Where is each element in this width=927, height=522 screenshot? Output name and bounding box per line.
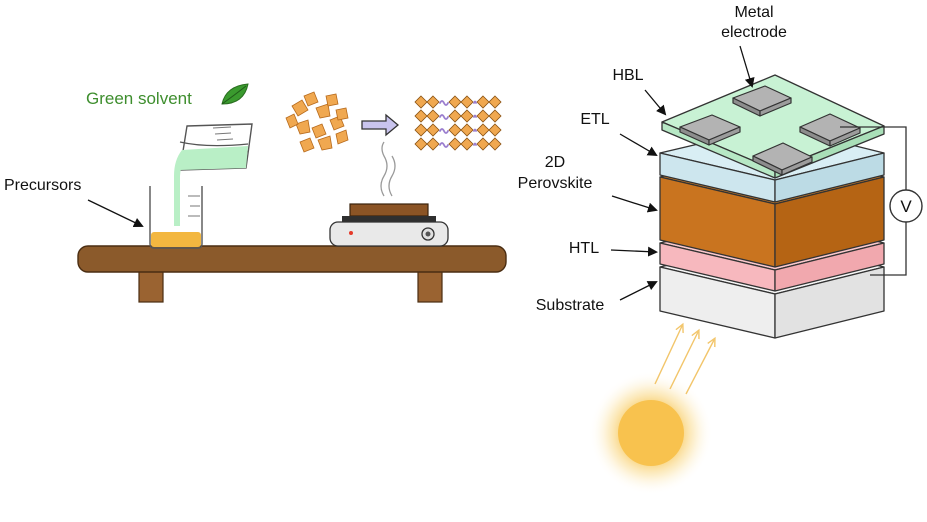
precursors-label: Precursors: [4, 177, 81, 194]
precursor-beaker: [149, 186, 203, 249]
voltmeter-label: V: [900, 197, 912, 216]
green-solvent-label: Green solvent: [86, 89, 192, 108]
metal-electrode-label-line2: electrode: [721, 24, 787, 41]
lab-bench: [77, 245, 507, 303]
voltmeter-icon: V: [889, 189, 923, 223]
metal-electrode-label-line1: Metal: [734, 4, 773, 21]
hot-plate: [329, 203, 449, 247]
voltmeter-circuit: [840, 126, 907, 276]
htl-label: HTL: [569, 240, 599, 257]
etl-pointer: [619, 133, 658, 157]
precursors-pointer: [87, 199, 144, 228]
steam: [380, 141, 396, 197]
hbl-label: HBL: [612, 67, 643, 84]
sun-icon: [589, 371, 713, 495]
perovskite-pointer: [611, 195, 658, 213]
light-rays: [654, 326, 714, 395]
right-arrow-icon: [361, 113, 400, 137]
hbl-pointer: [644, 89, 667, 116]
pouring-beaker: [174, 123, 253, 226]
htl-pointer: [610, 246, 658, 257]
perovskite-lattice: [414, 95, 502, 151]
substrate-label: Substrate: [536, 297, 605, 314]
perovskite-label-line2: Perovskite: [518, 175, 593, 192]
etl-label: ETL: [580, 111, 609, 128]
substrate-pointer: [619, 281, 658, 301]
leaf-icon: [221, 83, 249, 105]
precursor-crystals: [285, 91, 349, 153]
perovskite-label-line1: 2D: [545, 154, 565, 171]
metal-electrode-pointer: [739, 45, 755, 88]
metal-electrodes: [679, 85, 861, 176]
